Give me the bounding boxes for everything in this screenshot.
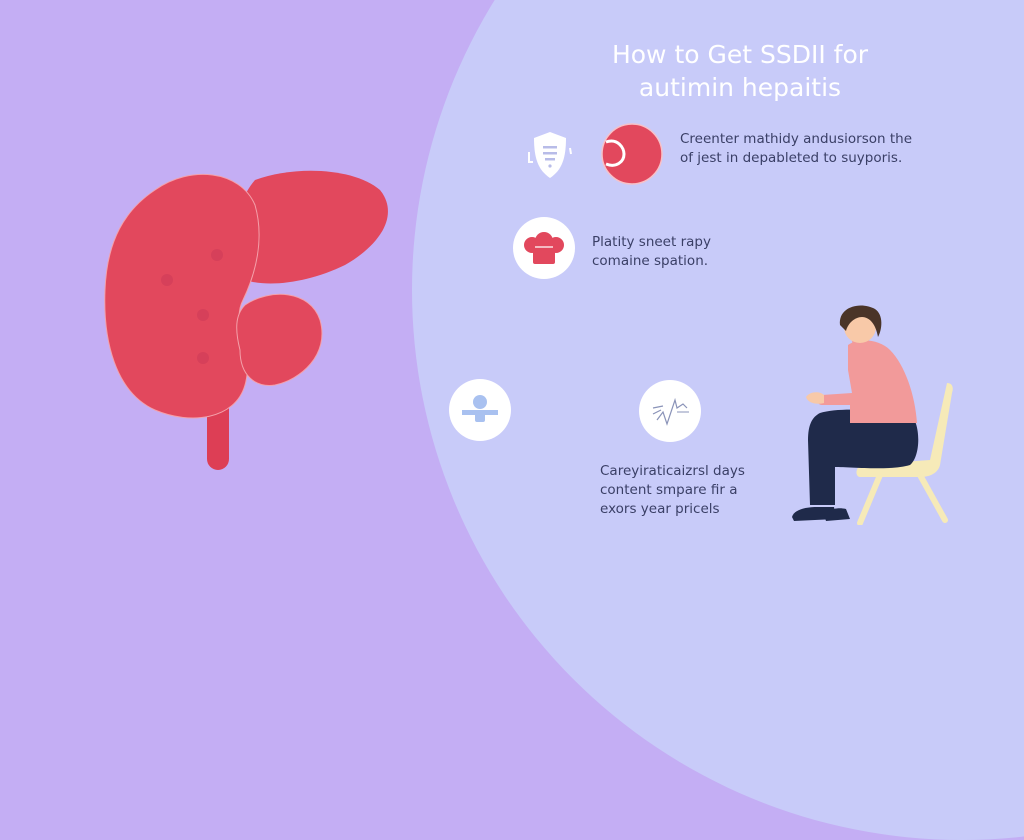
liver-illustration: [95, 160, 395, 480]
red-circle-icon: [600, 122, 664, 186]
item-2-line-2: comaine spation.: [592, 253, 709, 269]
item-4-line-3: exors year pricels: [600, 501, 720, 517]
title-line-1: How to Get SSDII for: [611, 40, 869, 69]
item-4-line-2: content smpare fir a: [600, 482, 738, 498]
item-1-line-2: of jest in depableted to suyporis.: [680, 150, 903, 166]
item-2-text: Platity sneet rapy comaine spation.: [592, 233, 711, 271]
chart-sketch-icon: [639, 380, 701, 442]
page-title: How to Get SSDII for autimin hepaitis: [560, 38, 920, 104]
item-4-line-1: Careyiraticaizrsl days: [600, 463, 745, 479]
shield-document-icon: [524, 128, 576, 182]
item-4-text: Careyiraticaizrsl days content smpare fi…: [600, 462, 745, 519]
item-1-text: Creenter mathidy andusiorson the of jest…: [680, 130, 912, 168]
item-2-line-1: Platity sneet rapy: [592, 234, 711, 250]
person-sitting-on-chair-illustration: [780, 295, 970, 525]
person-balance-icon: [449, 379, 511, 441]
item-1-line-1: Creenter mathidy andusiorson the: [680, 131, 913, 147]
title-line-2: autimin hepaitis: [638, 73, 842, 102]
people-group-icon: [513, 217, 575, 279]
